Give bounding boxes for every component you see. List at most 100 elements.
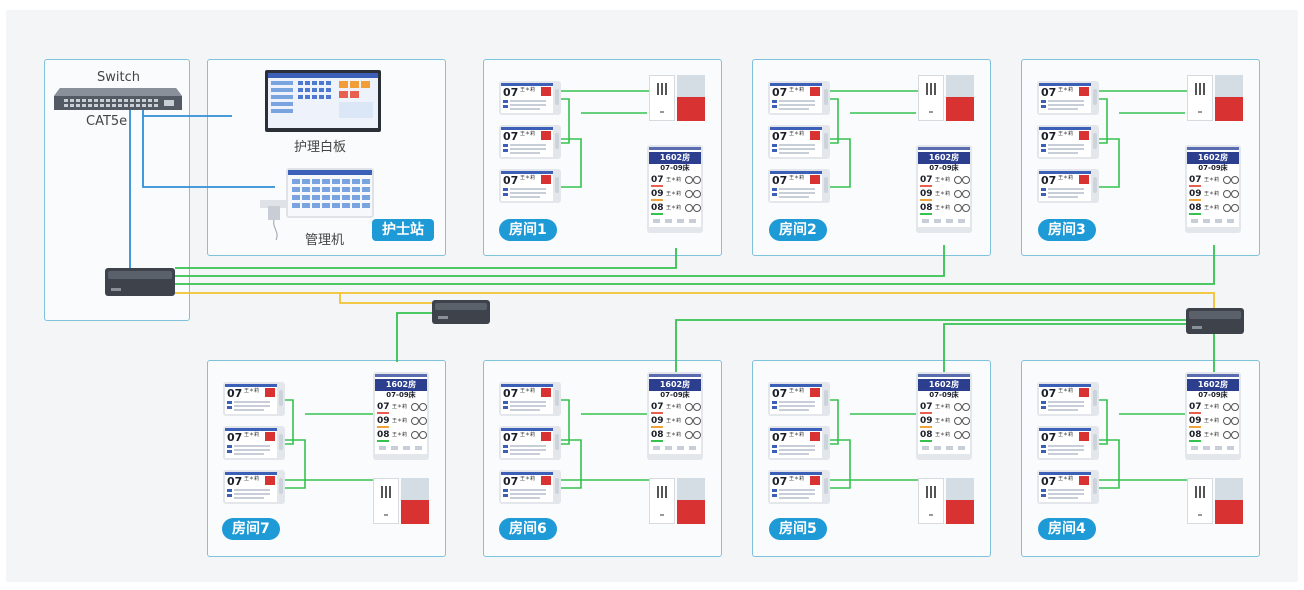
door-room-number: 1602房 bbox=[918, 152, 970, 164]
bed-number: 07 bbox=[503, 431, 519, 444]
door-bed-number: 09 bbox=[1189, 189, 1202, 199]
room-tag-6: 房间6 bbox=[499, 518, 557, 540]
door-room-number: 1602房 bbox=[918, 379, 970, 391]
bed-terminal-icon: 07 王＊莉 bbox=[768, 382, 830, 416]
room-tag-2: 房间2 bbox=[769, 219, 827, 241]
bed-number: 07 bbox=[772, 86, 788, 99]
switch-label: Switch bbox=[97, 70, 140, 85]
door-bed-number: 08 bbox=[1189, 203, 1202, 213]
door-patient-name: 王＊莉 bbox=[935, 418, 951, 424]
door-patient-name: 王＊莉 bbox=[1204, 205, 1220, 211]
bed-terminal-icon: 07 王＊莉 bbox=[768, 81, 830, 115]
manager-label: 管理机 bbox=[305, 233, 345, 248]
patient-name: 王＊莉 bbox=[1058, 388, 1074, 394]
bed-terminal-icon: 07 王＊莉 bbox=[1037, 470, 1099, 504]
door-bed-number: 09 bbox=[920, 189, 933, 199]
patient-name: 王＊莉 bbox=[789, 388, 805, 394]
door-room-number: 1602房 bbox=[649, 379, 701, 391]
door-bed-number: 08 bbox=[651, 203, 664, 213]
door-display-icon: 1602房 07-09床 07 王＊莉 09 王＊莉 08 王＊莉 bbox=[1185, 372, 1241, 460]
door-patient-name: 王＊莉 bbox=[935, 205, 951, 211]
bed-terminal-icon: 07 王＊莉 bbox=[1037, 426, 1099, 460]
patient-name: 王＊莉 bbox=[520, 476, 536, 482]
patient-name: 王＊莉 bbox=[244, 388, 260, 394]
door-patient-name: 王＊莉 bbox=[666, 432, 682, 438]
door-patient-name: 王＊莉 bbox=[666, 418, 682, 424]
door-bed-number: 08 bbox=[377, 430, 390, 440]
door-room-number: 1602房 bbox=[1187, 152, 1239, 164]
bed-number: 07 bbox=[1041, 475, 1057, 488]
door-bed-number: 07 bbox=[920, 175, 933, 185]
patient-name: 王＊莉 bbox=[1058, 131, 1074, 137]
room-tag-4: 房间4 bbox=[1038, 518, 1096, 540]
bed-terminal-icon: 07 王＊莉 bbox=[499, 382, 561, 416]
bed-terminal-icon: 07 王＊莉 bbox=[768, 426, 830, 460]
room-tag-1: 房间1 bbox=[499, 219, 557, 241]
patient-name: 王＊莉 bbox=[520, 175, 536, 181]
door-bed-number: 09 bbox=[651, 189, 664, 199]
bathroom-alarm-icon bbox=[1187, 478, 1243, 526]
door-display-icon: 1602房 07-09床 07 王＊莉 09 王＊莉 08 王＊莉 bbox=[373, 372, 429, 460]
door-patient-name: 王＊莉 bbox=[666, 191, 682, 197]
bed-number: 07 bbox=[227, 431, 243, 444]
bed-terminal-icon: 07 王＊莉 bbox=[223, 470, 285, 504]
door-bed-number: 09 bbox=[651, 416, 664, 426]
bathroom-alarm-icon bbox=[918, 75, 974, 123]
bed-number: 07 bbox=[503, 86, 519, 99]
door-patient-name: 王＊莉 bbox=[1204, 177, 1220, 183]
door-bed-number: 07 bbox=[651, 402, 664, 412]
bathroom-alarm-icon bbox=[373, 478, 429, 526]
door-bed-number: 07 bbox=[1189, 175, 1202, 185]
door-bed-number: 08 bbox=[920, 430, 933, 440]
bed-terminal-icon: 07 王＊莉 bbox=[499, 426, 561, 460]
bed-number: 07 bbox=[1041, 174, 1057, 187]
bed-terminal-icon: 07 王＊莉 bbox=[768, 169, 830, 203]
door-room-number: 1602房 bbox=[649, 152, 701, 164]
patient-name: 王＊莉 bbox=[789, 432, 805, 438]
door-patient-name: 王＊莉 bbox=[1204, 432, 1220, 438]
door-display-icon: 1602房 07-09床 07 王＊莉 09 王＊莉 08 王＊莉 bbox=[1185, 145, 1241, 233]
door-bed-range: 07-09床 bbox=[660, 391, 690, 399]
door-bed-number: 08 bbox=[920, 203, 933, 213]
room-tag-3: 房间3 bbox=[1038, 219, 1096, 241]
bed-number: 07 bbox=[772, 475, 788, 488]
door-bed-number: 09 bbox=[377, 416, 390, 426]
door-bed-range: 07-09床 bbox=[929, 164, 959, 172]
door-display-icon: 1602房 07-09床 07 王＊莉 09 王＊莉 08 王＊莉 bbox=[916, 145, 972, 233]
cable-label: CAT5e bbox=[86, 114, 128, 129]
door-patient-name: 王＊莉 bbox=[1204, 418, 1220, 424]
door-patient-name: 王＊莉 bbox=[392, 432, 408, 438]
door-patient-name: 王＊莉 bbox=[1204, 404, 1220, 410]
door-patient-name: 王＊莉 bbox=[392, 404, 408, 410]
bed-number: 07 bbox=[227, 387, 243, 400]
bed-number: 07 bbox=[1041, 387, 1057, 400]
bathroom-alarm-icon bbox=[1187, 75, 1243, 123]
door-bed-range: 07-09床 bbox=[929, 391, 959, 399]
manager-console-icon bbox=[250, 166, 376, 246]
nurse-station-tag: 护士站 bbox=[372, 219, 434, 241]
patient-name: 王＊莉 bbox=[520, 432, 536, 438]
bed-number: 07 bbox=[227, 475, 243, 488]
door-patient-name: 王＊莉 bbox=[666, 404, 682, 410]
door-bed-number: 09 bbox=[920, 416, 933, 426]
bed-number: 07 bbox=[1041, 130, 1057, 143]
door-bed-range: 07-09床 bbox=[386, 391, 416, 399]
door-bed-range: 07-09床 bbox=[1198, 391, 1228, 399]
door-patient-name: 王＊莉 bbox=[935, 432, 951, 438]
door-display-icon: 1602房 07-09床 07 王＊莉 09 王＊莉 08 王＊莉 bbox=[916, 372, 972, 460]
bed-number: 07 bbox=[772, 174, 788, 187]
patient-name: 王＊莉 bbox=[1058, 175, 1074, 181]
controller-hub-icon bbox=[1186, 308, 1244, 334]
patient-name: 王＊莉 bbox=[1058, 476, 1074, 482]
bed-number: 07 bbox=[503, 475, 519, 488]
door-patient-name: 王＊莉 bbox=[666, 177, 682, 183]
bed-number: 07 bbox=[1041, 431, 1057, 444]
door-patient-name: 王＊莉 bbox=[935, 191, 951, 197]
bed-number: 07 bbox=[772, 387, 788, 400]
patient-name: 王＊莉 bbox=[520, 388, 536, 394]
door-bed-number: 07 bbox=[651, 175, 664, 185]
bed-number: 07 bbox=[503, 387, 519, 400]
door-display-icon: 1602房 07-09床 07 王＊莉 09 王＊莉 08 王＊莉 bbox=[647, 145, 703, 233]
bed-terminal-icon: 07 王＊莉 bbox=[223, 426, 285, 460]
patient-name: 王＊莉 bbox=[244, 476, 260, 482]
